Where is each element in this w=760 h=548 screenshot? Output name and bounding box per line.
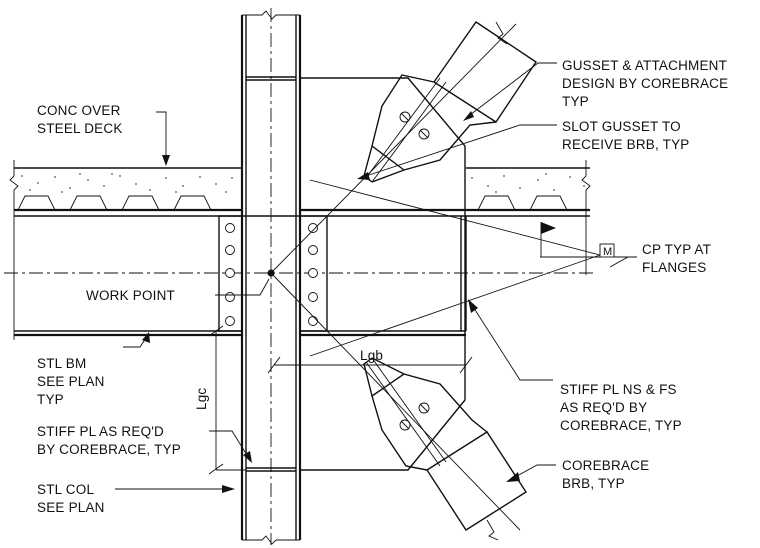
label-cp-typ: CP TYP AT FLANGES: [642, 242, 715, 275]
shear-plates: [218, 215, 328, 332]
label-lgc: Lgc: [194, 388, 209, 410]
dimension-lgb: [267, 356, 473, 374]
label-lgb: Lgb: [360, 348, 383, 363]
label-slot-gusset: SLOT GUSSET TO RECEIVE BRB, TYP: [562, 119, 690, 152]
label-stl-bm: STL BM SEE PLAN TYP: [37, 356, 109, 407]
concrete-slab-right: [300, 167, 590, 212]
concrete-slab-left: [14, 167, 242, 212]
label-stiff-ns-fs: STIFF PL NS & FS AS REQ'D BY COREBRACE, …: [560, 382, 682, 433]
leaders: [115, 62, 637, 493]
label-conc-over-deck: CONC OVER STEEL DECK: [37, 103, 125, 136]
weld-symbol: [540, 222, 634, 258]
work-lines: [267, 23, 601, 531]
dimension-lgc: [208, 325, 246, 475]
annotation-text: CONC OVER STEEL DECK GUSSET & ATTACHMENT…: [37, 58, 732, 515]
gusset-plate: [300, 77, 466, 471]
label-work-point: WORK POINT: [86, 288, 175, 303]
lower-brb: [363, 357, 527, 541]
label-gusset-design: GUSSET & ATTACHMENT DESIGN BY COREBRACE …: [562, 58, 732, 109]
label-stiff-pl: STIFF PL AS REQ'D BY COREBRACE, TYP: [37, 424, 181, 457]
upper-brb: [363, 21, 537, 183]
label-weld-m: M: [603, 246, 612, 258]
label-stl-col: STL COL SEE PLAN: [37, 482, 105, 515]
label-corebrace-brb: COREBRACE BRB, TYP: [562, 458, 653, 491]
drawing-geometry: [4, 8, 637, 545]
